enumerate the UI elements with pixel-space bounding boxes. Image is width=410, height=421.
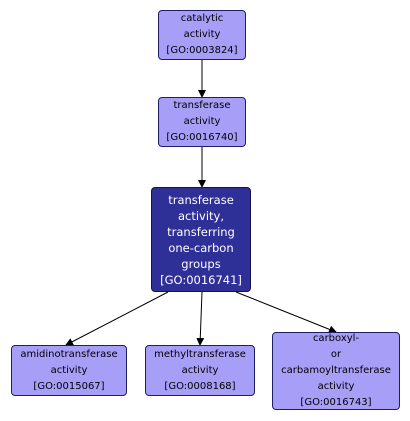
- node-line: activity: [50, 364, 88, 376]
- node-line: [GO:0016740]: [166, 132, 238, 143]
- node-line: [GO:0016741]: [160, 272, 242, 287]
- node-line: activity,: [177, 208, 225, 223]
- edge-one-carbon-to-amidino: [65, 291, 169, 346]
- node-transferring-one-carbon-groups[interactable]: transferase activity, transferring one-c…: [151, 187, 251, 292]
- node-transferase-activity[interactable]: transferase activity [GO:0016740]: [158, 97, 246, 147]
- node-carboxyl-or-carbamoyltransferase-activity[interactable]: carboxyl- or carbamoyltransferase activi…: [272, 332, 400, 410]
- node-line: activity: [183, 116, 221, 127]
- node-line: groups: [181, 256, 221, 271]
- node-line: [GO:0015067]: [33, 380, 105, 392]
- edge-one-carbon-to-carboxyl: [235, 291, 337, 334]
- node-line: transferase: [168, 192, 234, 207]
- node-line: one-carbon: [168, 240, 234, 255]
- node-line: amidinotransferase: [20, 348, 118, 360]
- node-line: [GO:0008168]: [164, 380, 236, 392]
- node-line: [GO:0003824]: [166, 45, 238, 56]
- node-line: carbamoyltransferase: [281, 365, 391, 376]
- node-line: carboxyl-: [312, 333, 360, 344]
- node-line: transferring: [167, 224, 235, 239]
- edge-one-carbon-to-methyl: [196, 291, 205, 346]
- node-line: activity: [317, 381, 355, 392]
- node-line: or: [330, 349, 342, 360]
- node-line: [GO:0016743]: [300, 397, 372, 408]
- node-line: activity: [183, 29, 221, 40]
- node-line: transferase: [173, 100, 231, 111]
- node-methyltransferase-activity[interactable]: methyltransferase activity [GO:0008168]: [145, 345, 255, 396]
- node-line: catalytic: [180, 13, 224, 24]
- node-line: activity: [181, 364, 219, 376]
- node-catalytic-activity[interactable]: catalytic activity [GO:0003824]: [158, 10, 246, 60]
- node-line: methyltransferase: [154, 348, 246, 360]
- node-amidinotransferase-activity[interactable]: amidinotransferase activity [GO:0015067]: [11, 345, 127, 396]
